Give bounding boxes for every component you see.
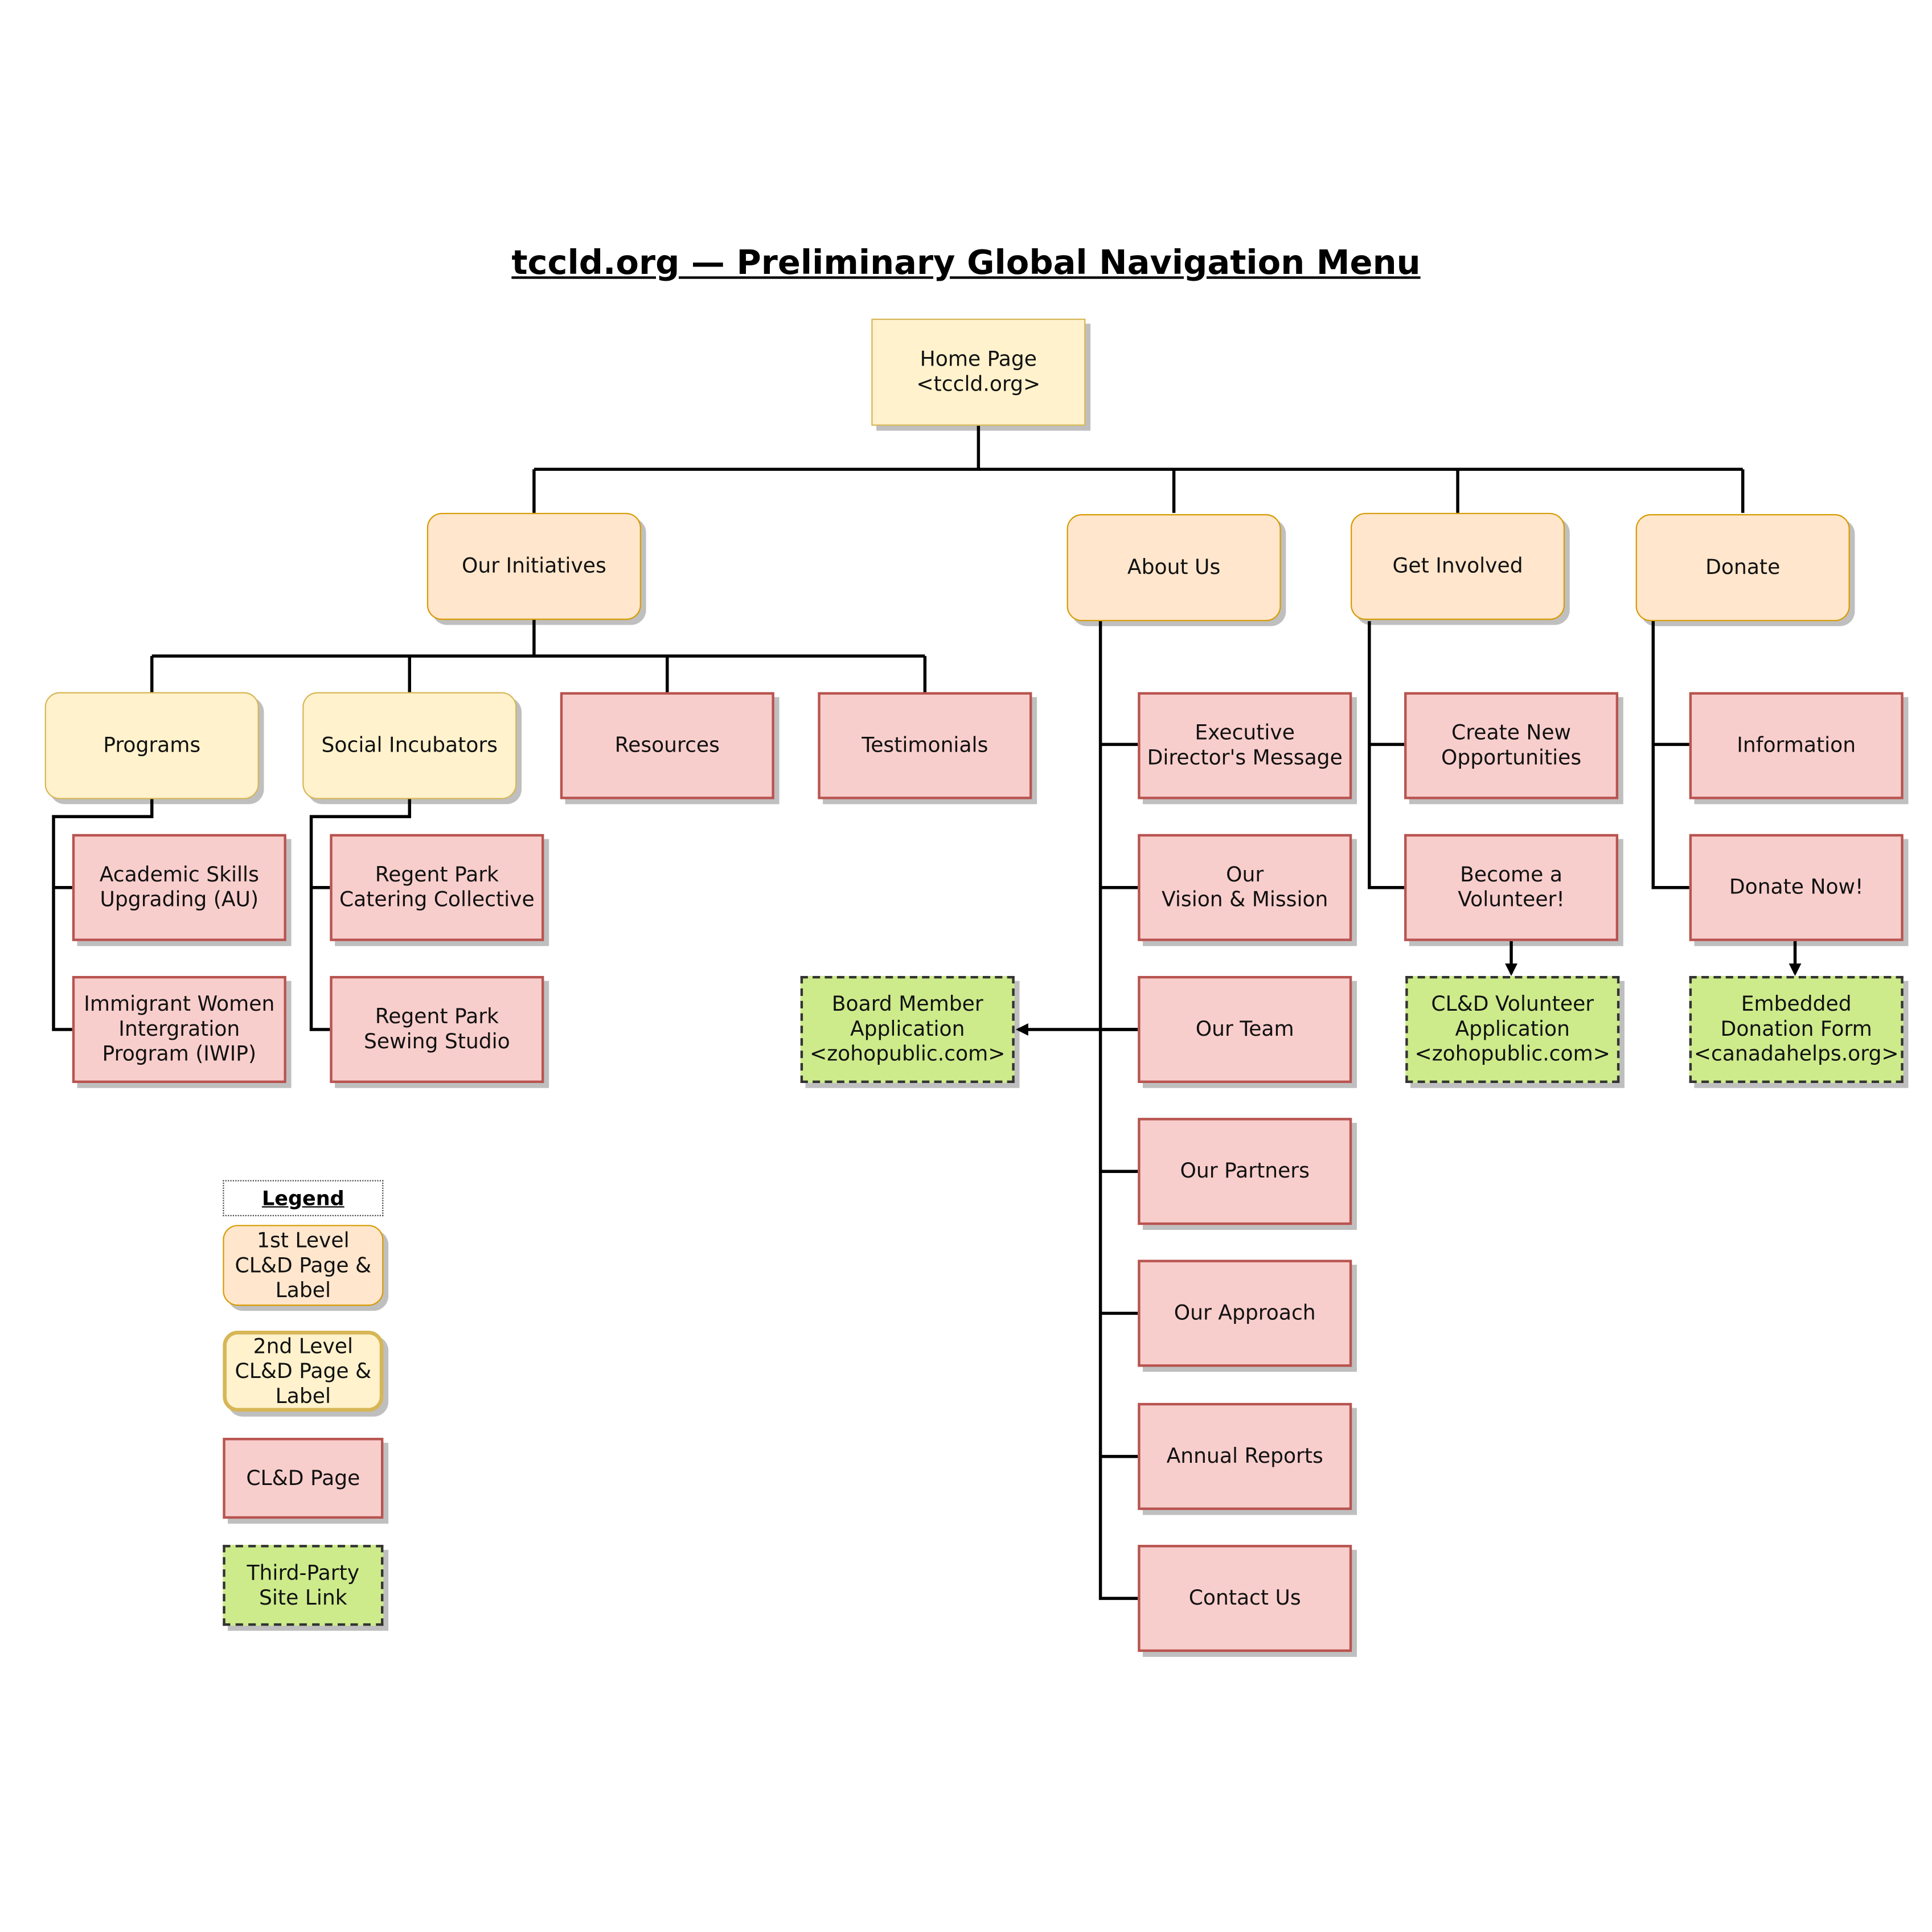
involved-connectors bbox=[1368, 621, 1405, 889]
our-team-node: Our Team bbox=[1138, 975, 1352, 1084]
our-initiatives-node: Our Initiatives bbox=[426, 512, 641, 620]
initiatives-connectors bbox=[150, 618, 927, 692]
social-incubators-node: Social Incubators bbox=[302, 692, 517, 799]
donate-now-node: Donate Now! bbox=[1689, 834, 1904, 941]
our-partners-node: Our Partners bbox=[1138, 1118, 1352, 1225]
programs-node: Programs bbox=[44, 692, 259, 799]
create-opportunities-node: Create New Opportunities bbox=[1404, 692, 1619, 799]
about-connectors bbox=[1098, 621, 1138, 1600]
embedded-donation-form-node: Embedded Donation Form <canadahelps.org> bbox=[1689, 975, 1904, 1084]
get-involved-node: Get Involved bbox=[1351, 512, 1565, 620]
incubators-connectors bbox=[309, 798, 411, 1031]
legend-title: Legend bbox=[223, 1180, 384, 1216]
home-page-node: Home Page <tccld.org> bbox=[871, 318, 1086, 426]
vision-mission-node: Our Vision & Mission bbox=[1138, 834, 1352, 941]
iwip-node: Immigrant Women Intergration Program (IW… bbox=[72, 975, 286, 1084]
academic-skills-node: Academic Skills Upgrading (AU) bbox=[72, 834, 286, 941]
donate-connectors bbox=[1651, 621, 1689, 889]
programs-connectors bbox=[52, 798, 154, 1031]
contact-us-node: Contact Us bbox=[1138, 1545, 1352, 1652]
volunteer-application-node: CL&D Volunteer Application <zohopublic.c… bbox=[1405, 975, 1620, 1084]
about-us-node: About Us bbox=[1067, 514, 1281, 621]
catering-collective-node: Regent Park Catering Collective bbox=[330, 834, 544, 941]
legend-page: CL&D Page bbox=[223, 1438, 384, 1519]
testimonials-node: Testimonials bbox=[818, 692, 1032, 799]
donate-node: Donate bbox=[1635, 514, 1850, 621]
level1-drops bbox=[532, 469, 1745, 513]
legend-level1: 1st Level CL&D Page & Label bbox=[223, 1225, 384, 1306]
legend-level2: 2nd Level CL&D Page & Label bbox=[223, 1331, 384, 1412]
sewing-studio-node: Regent Park Sewing Studio bbox=[330, 975, 544, 1084]
executive-director-message-node: Executive Director's Message bbox=[1138, 692, 1352, 799]
information-node: Information bbox=[1689, 692, 1904, 799]
resources-node: Resources bbox=[560, 692, 774, 799]
board-member-application-node: Board Member Application <zohopublic.com… bbox=[800, 975, 1015, 1084]
annual-reports-node: Annual Reports bbox=[1138, 1402, 1352, 1510]
become-volunteer-node: Become a Volunteer! bbox=[1404, 834, 1619, 941]
our-approach-node: Our Approach bbox=[1138, 1260, 1352, 1367]
legend-third-party: Third-Party Site Link bbox=[223, 1545, 384, 1626]
diagram-title: tccld.org — Preliminary Global Navigatio… bbox=[511, 244, 1421, 283]
